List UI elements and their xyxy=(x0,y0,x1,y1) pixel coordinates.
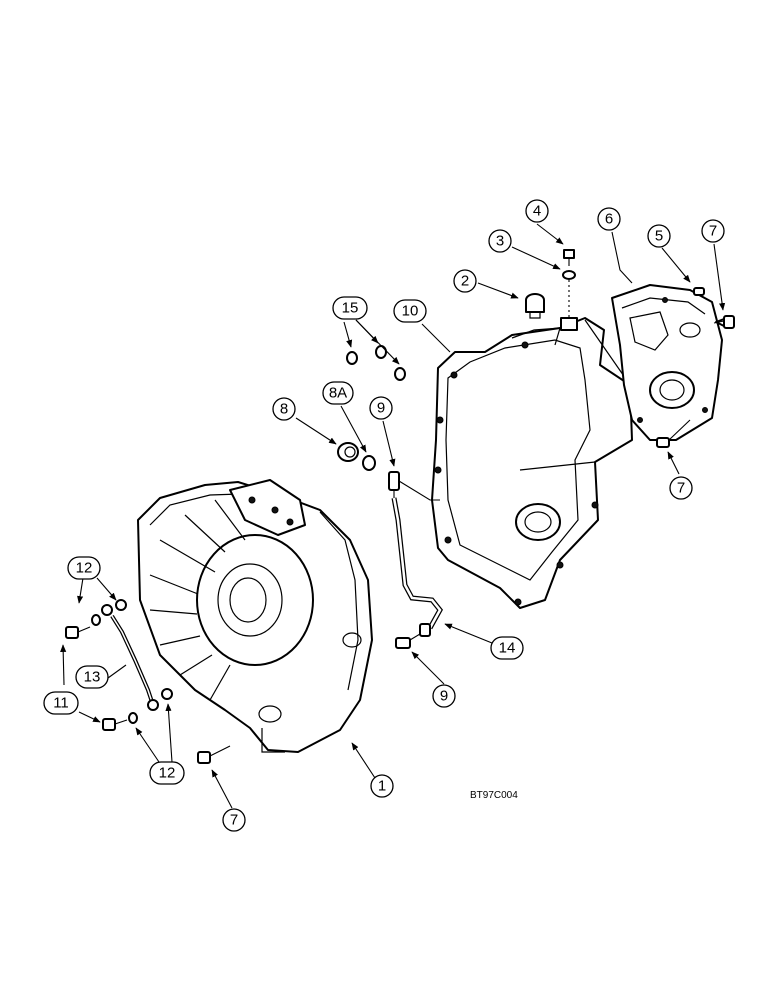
plug-o-ring-part xyxy=(362,455,376,471)
breather-cap-part xyxy=(525,293,545,319)
callout-3: 3 xyxy=(488,229,512,253)
callout-1: 1 xyxy=(370,774,394,798)
dowel-pin-part xyxy=(693,287,705,296)
callout-label: 8 xyxy=(280,401,288,418)
tube-fitting-part xyxy=(388,471,400,498)
callout-label: 12 xyxy=(159,765,176,782)
callout-label: 10 xyxy=(402,303,419,320)
leader-lines xyxy=(60,223,726,809)
callout-7-right: 7 xyxy=(669,476,693,500)
bell-housing-part xyxy=(137,479,373,753)
callout-5: 5 xyxy=(647,224,671,248)
callout-7-bottom: 7 xyxy=(222,808,246,832)
callout-label: 15 xyxy=(342,300,359,317)
callout-label: 13 xyxy=(84,669,101,686)
o-ring-part xyxy=(375,345,387,359)
callout-12-top: 12 xyxy=(67,556,101,580)
transmission-housing-part xyxy=(431,317,633,609)
callout-15: 15 xyxy=(332,296,368,320)
nut-washer-part xyxy=(91,599,173,724)
callout-13: 13 xyxy=(75,665,109,689)
callout-7-top: 7 xyxy=(701,219,725,243)
bolt-part xyxy=(563,249,575,266)
callout-9-top: 9 xyxy=(369,396,393,420)
callout-label: 1 xyxy=(378,778,386,795)
callout-label: 12 xyxy=(76,560,93,577)
o-ring-part xyxy=(346,351,358,365)
callout-label: 2 xyxy=(461,273,469,290)
callout-label: 3 xyxy=(496,233,504,250)
callout-label: 4 xyxy=(533,203,541,220)
callout-14: 14 xyxy=(490,636,524,660)
callout-9-bottom: 9 xyxy=(432,684,456,708)
plug-part xyxy=(337,442,359,462)
o-ring-part xyxy=(394,367,406,381)
callout-6: 6 xyxy=(597,207,621,231)
callout-12-bottom: 12 xyxy=(149,761,185,785)
callout-label: 5 xyxy=(655,228,663,245)
strap-bolt-part xyxy=(65,626,128,731)
callout-label: 7 xyxy=(230,812,238,829)
callout-8: 8 xyxy=(272,397,296,421)
washer-part xyxy=(562,270,576,280)
callout-label: 6 xyxy=(605,211,613,228)
callout-label: 11 xyxy=(53,695,69,712)
callout-label: 14 xyxy=(499,640,516,657)
callout-2: 2 xyxy=(453,269,477,293)
housing-bolt-part xyxy=(656,419,691,448)
callout-label: 9 xyxy=(377,400,385,417)
callout-8a: 8A xyxy=(322,381,354,405)
callout-label: 7 xyxy=(709,223,717,240)
diagram-code: BT97C004 xyxy=(470,790,518,801)
cover-plate-part xyxy=(611,284,723,441)
callout-label: 7 xyxy=(677,480,685,497)
tube-fitting-lower-part xyxy=(395,633,421,649)
callout-10: 10 xyxy=(393,299,427,323)
ground-strap-part xyxy=(101,604,159,711)
callout-label: 8A xyxy=(329,385,347,402)
oil-tube-part xyxy=(391,497,443,630)
callout-11: 11 xyxy=(43,691,79,715)
callout-4: 4 xyxy=(525,199,549,223)
bottom-bolt-part xyxy=(197,745,231,764)
callout-label: 9 xyxy=(440,688,448,705)
cover-bolt-part xyxy=(713,315,735,329)
